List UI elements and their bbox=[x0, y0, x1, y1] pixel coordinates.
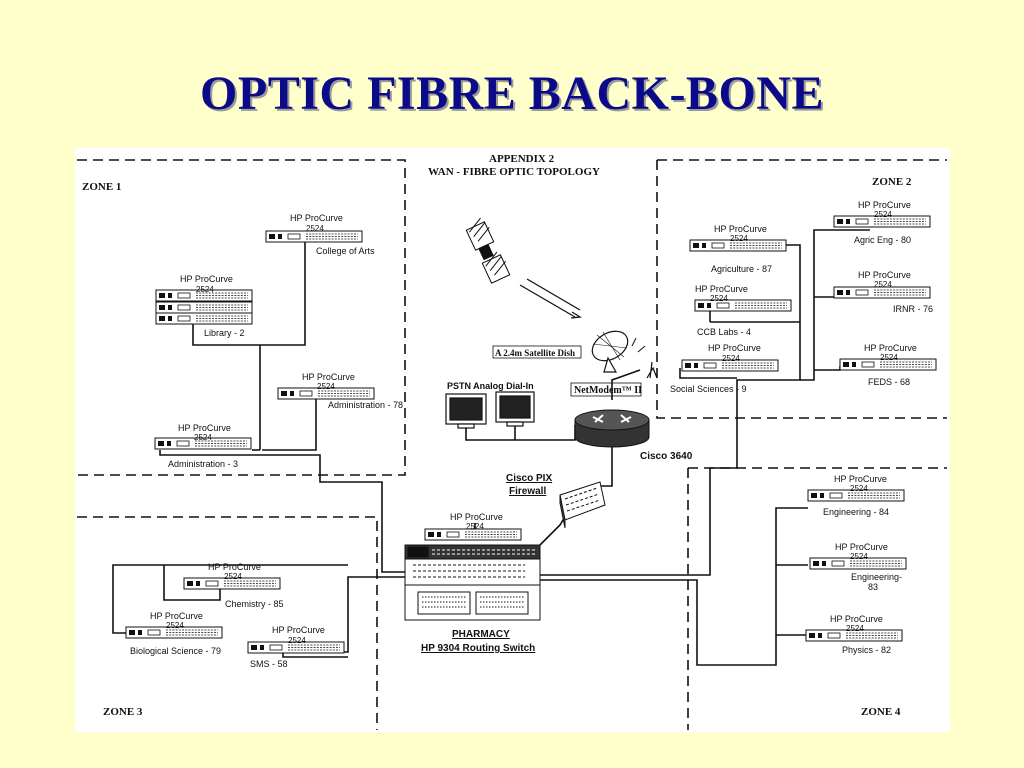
switch-number: 2524 bbox=[710, 294, 728, 303]
zone4-boundary bbox=[687, 467, 947, 730]
switch-name: HP ProCurve bbox=[302, 372, 355, 382]
node-label-irnr: IRNR - 76 bbox=[893, 304, 933, 314]
switch-number: 2524 bbox=[288, 636, 306, 645]
node-label-physics: Physics - 82 bbox=[842, 645, 891, 655]
node-label-college-of-arts: College of Arts bbox=[316, 246, 375, 256]
slide-title: OPTIC FIBRE BACK-BONE bbox=[200, 67, 824, 120]
fibre-links bbox=[112, 229, 870, 666]
routing-switch-icon bbox=[404, 544, 541, 621]
switch-number: 2524 bbox=[880, 353, 898, 362]
satellite-dish-label-box bbox=[492, 345, 582, 359]
satellite-dish-icon bbox=[591, 330, 646, 373]
zone4-label: ZONE 4 bbox=[861, 706, 901, 718]
node-label-engineering-83-number: 83 bbox=[868, 582, 878, 592]
zone3-boundary bbox=[77, 516, 378, 730]
node-label-ccb-labs: CCB Labs - 4 bbox=[697, 327, 751, 337]
switch-name: HP ProCurve bbox=[864, 343, 917, 353]
switch-number: 2524 bbox=[722, 354, 740, 363]
switch-name: HP ProCurve bbox=[180, 274, 233, 284]
signal-arrows bbox=[519, 278, 582, 319]
satellite-icon bbox=[465, 217, 511, 284]
switch-name: HP ProCurve bbox=[714, 224, 767, 234]
switch-number: 2524 bbox=[317, 382, 335, 391]
node-label-sms: SMS - 58 bbox=[250, 659, 288, 669]
node-label-agriculture: Agriculture - 87 bbox=[711, 264, 772, 274]
switch-number: 2524 bbox=[466, 522, 484, 531]
zone2-boundary bbox=[656, 159, 947, 419]
switch-name: HP ProCurve bbox=[150, 611, 203, 621]
pstn-label: PSTN Analog Dial-In bbox=[447, 381, 534, 391]
node-label-agric-eng: Agric Eng - 80 bbox=[854, 235, 911, 245]
switch-name: HP ProCurve bbox=[290, 213, 343, 223]
zone1-boundary bbox=[77, 159, 406, 476]
firewall-label: Cisco PIX bbox=[506, 473, 552, 484]
switch-number: 2524 bbox=[196, 285, 214, 294]
netmodem-antenna-icon bbox=[646, 361, 658, 379]
switch-number: 2524 bbox=[850, 484, 868, 493]
switch-name: HP ProCurve bbox=[178, 423, 231, 433]
node-label-chemistry: Chemistry - 85 bbox=[225, 599, 284, 609]
switch-name: HP ProCurve bbox=[208, 562, 261, 572]
switch-name: HP ProCurve bbox=[450, 512, 503, 522]
routing-switch-label: PHARMACY bbox=[452, 629, 510, 640]
firewall-icon bbox=[559, 481, 606, 529]
node-label-feds: FEDS - 68 bbox=[868, 377, 910, 387]
switch-number: 2524 bbox=[166, 621, 184, 630]
appendix-subtitle: WAN - FIBRE OPTIC TOPOLOGY bbox=[428, 166, 600, 178]
switch-number: 2524 bbox=[874, 210, 892, 219]
netmodem-label: NetModem™ II bbox=[574, 385, 642, 396]
switch-name: HP ProCurve bbox=[858, 200, 911, 210]
zone3-label: ZONE 3 bbox=[103, 706, 143, 718]
node-label-engineering-83: Engineering- bbox=[851, 572, 902, 582]
zone1-label: ZONE 1 bbox=[82, 181, 121, 193]
switch-number: 2524 bbox=[306, 224, 324, 233]
switch-number: 2524 bbox=[730, 234, 748, 243]
switch-number: 2524 bbox=[874, 280, 892, 289]
node-label-social-sciences: Social Sciences - 9 bbox=[670, 384, 747, 394]
node-label-library: Library - 2 bbox=[204, 328, 245, 338]
switch-name: HP ProCurve bbox=[858, 270, 911, 280]
routing-switch-model-label: HP 9304 Routing Switch bbox=[421, 643, 535, 654]
cisco-router-label: Cisco 3640 bbox=[640, 451, 693, 462]
switch-number: 2524 bbox=[224, 572, 242, 581]
satellite-dish-label: A 2.4m Satellite Dish bbox=[495, 348, 575, 358]
pstn-monitor-icon bbox=[495, 391, 535, 427]
appendix-title: APPENDIX 2 bbox=[489, 153, 555, 165]
cisco-router-icon bbox=[574, 409, 650, 448]
node-label-engineering-84: Engineering - 84 bbox=[823, 507, 889, 517]
pstn-monitor-icon bbox=[445, 393, 487, 429]
switch-name: HP ProCurve bbox=[834, 474, 887, 484]
node-label-administration-3: Administration - 3 bbox=[168, 459, 238, 469]
switch-number: 2524 bbox=[846, 624, 864, 633]
switch-stack-library bbox=[155, 289, 253, 325]
switch-name: HP ProCurve bbox=[830, 614, 883, 624]
node-label-administration-78: Administration - 78 bbox=[328, 400, 403, 410]
zone-boundaries bbox=[77, 159, 947, 730]
switch-name: HP ProCurve bbox=[708, 343, 761, 353]
firewall-label-line2: Firewall bbox=[509, 486, 546, 497]
switch-name: HP ProCurve bbox=[695, 284, 748, 294]
netmodem-label-box bbox=[570, 382, 642, 397]
switch-number: 2524 bbox=[194, 433, 212, 442]
switch-name: HP ProCurve bbox=[272, 625, 325, 635]
switch-number: 2524 bbox=[850, 552, 868, 561]
switch-name: HP ProCurve bbox=[835, 542, 888, 552]
zone2-label: ZONE 2 bbox=[872, 176, 912, 188]
node-label-biological-science: Biological Science - 79 bbox=[130, 646, 221, 656]
